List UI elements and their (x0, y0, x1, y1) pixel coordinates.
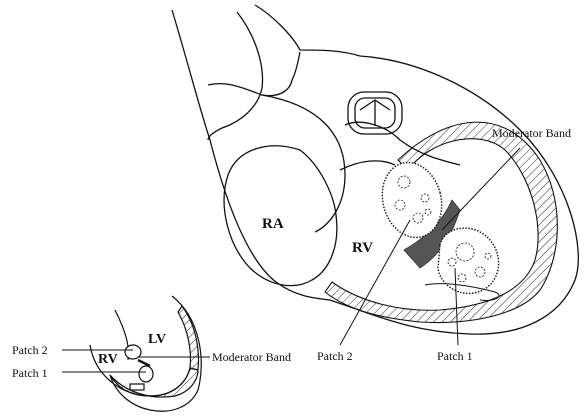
label-ra: RA (262, 216, 284, 232)
inset-moderator (138, 360, 150, 366)
label-patch1-main: Patch 1 (437, 349, 473, 363)
vessel-left-wall (208, 12, 263, 140)
label-patch1-inset: Patch 1 (12, 366, 48, 380)
right-atrium-wall (262, 95, 345, 232)
vessel-right-wall (292, 52, 300, 80)
label-rv-inset: RV (98, 352, 118, 367)
label-moderator-band-inset: Moderator Band (212, 350, 291, 364)
label-patch2-main: Patch 2 (317, 349, 353, 363)
label-lv-inset: LV (148, 332, 166, 347)
septal-line (340, 161, 395, 170)
inset-patch1 (139, 366, 153, 382)
label-patch2-inset: Patch 2 (12, 343, 48, 357)
atrial-roof (208, 80, 292, 96)
inset-outer (110, 296, 201, 411)
label-moderator-band-main: Moderator Band (492, 126, 571, 140)
label-rv-main: RV (352, 240, 373, 256)
